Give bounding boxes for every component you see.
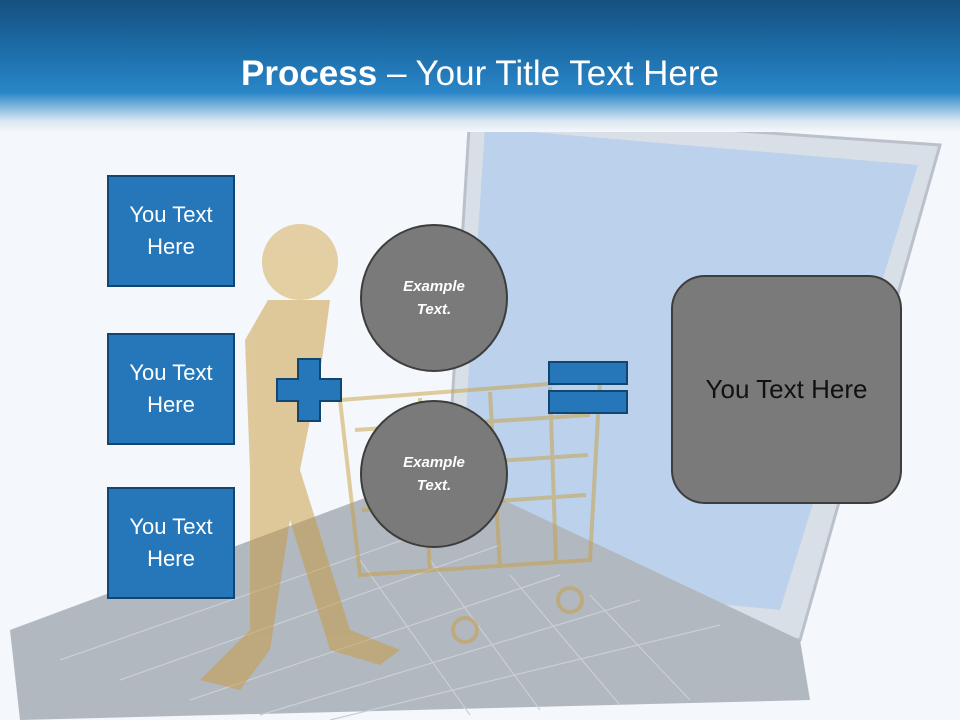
circle-example-1: Example Text.	[360, 224, 508, 372]
left-box-1-label: You Text Here	[129, 202, 213, 259]
left-box-1: You Text Here	[107, 175, 235, 287]
left-box-2: You Text Here	[107, 333, 235, 445]
header-bar	[0, 0, 960, 132]
left-box-2-label: You Text Here	[129, 360, 213, 417]
title-bold: Process	[241, 54, 378, 93]
plus-icon	[276, 358, 342, 422]
equals-icon	[548, 361, 628, 414]
result-label: You Text Here	[705, 374, 868, 404]
page-title: Process – Your Title Text Here	[0, 52, 960, 96]
left-box-3: You Text Here	[107, 487, 235, 599]
circle-1-label: Example Text.	[403, 278, 465, 318]
circle-example-2: Example Text.	[360, 400, 508, 548]
result-box: You Text Here	[671, 275, 902, 504]
left-box-3-label: You Text Here	[129, 514, 213, 571]
title-rest: – Your Title Text Here	[377, 54, 719, 93]
circle-2-label: Example Text.	[403, 454, 465, 494]
